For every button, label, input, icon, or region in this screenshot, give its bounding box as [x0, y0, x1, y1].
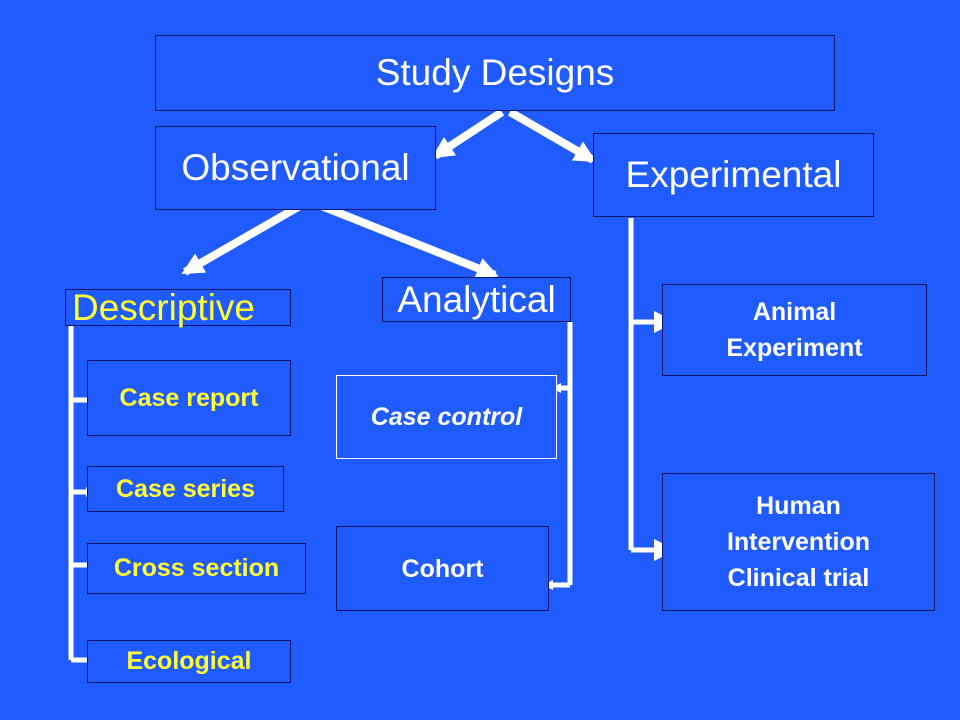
node-animal-experiment-line1: Animal	[752, 298, 837, 326]
node-cohort-label: Cohort	[401, 554, 484, 583]
node-experimental-label: Experimental	[625, 154, 842, 195]
node-study-designs: Study Designs	[155, 35, 835, 111]
node-ecological-label: Ecological	[126, 647, 252, 675]
node-analytical-label: Analytical	[397, 278, 556, 320]
node-case-control: Case control	[336, 375, 557, 459]
node-case-series-label: Case series	[115, 474, 255, 503]
node-ecological: Ecological	[87, 640, 291, 683]
node-cross-section: Cross section	[87, 543, 306, 594]
node-descriptive-label: Descriptive	[72, 286, 255, 328]
arrow-to-descriptive	[181, 199, 307, 276]
node-human-intervention-line2: Intervention	[726, 528, 871, 556]
node-human-intervention-line1: Human	[756, 492, 841, 520]
arrow-to-observational	[431, 108, 505, 160]
arrow-to-analytical	[312, 199, 499, 279]
node-descriptive: Descriptive	[65, 286, 291, 328]
node-human-intervention: Human Intervention Clinical trial	[662, 473, 935, 611]
node-animal-experiment-line2: Experiment	[726, 334, 863, 362]
node-experimental: Experimental	[593, 133, 874, 217]
node-analytical: Analytical	[382, 277, 571, 322]
node-observational: Observational	[155, 126, 436, 210]
node-animal-experiment: Animal Experiment	[662, 284, 927, 376]
node-case-control-label: Case control	[370, 403, 523, 431]
node-case-series: Case series	[87, 466, 284, 512]
node-case-report-label: Case report	[119, 383, 259, 412]
node-human-intervention-line3: Clinical trial	[727, 564, 870, 592]
node-observational-label: Observational	[181, 147, 410, 188]
node-study-designs-label: Study Designs	[375, 52, 615, 93]
arrow-to-experimental	[507, 108, 597, 164]
node-cross-section-label: Cross section	[113, 554, 280, 582]
node-case-report: Case report	[87, 360, 291, 436]
node-cohort: Cohort	[336, 526, 549, 611]
